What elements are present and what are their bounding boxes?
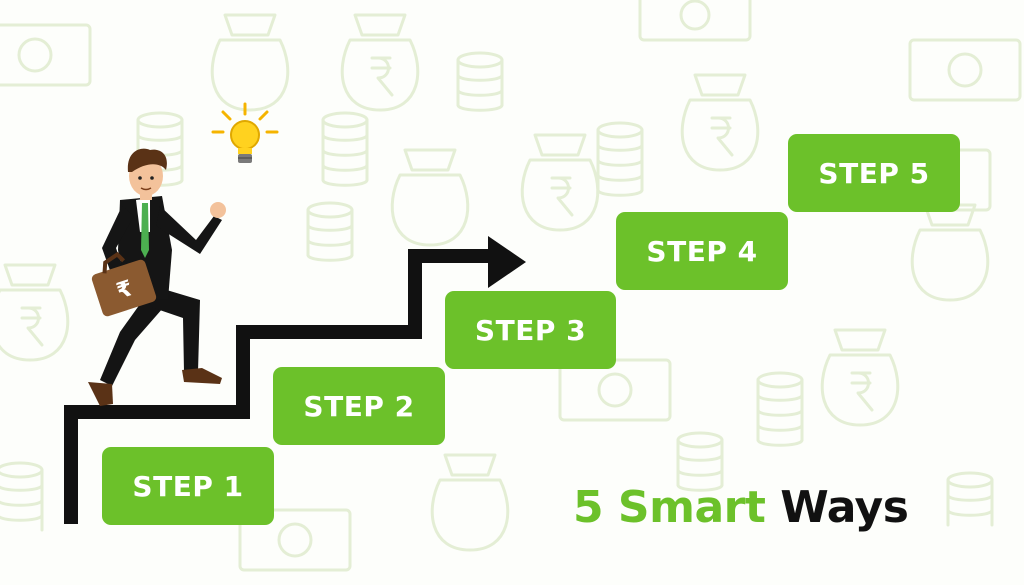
rupee-bag-icon: [820, 328, 900, 427]
step-box-4: STEP 4: [616, 212, 788, 290]
headline-highlight: 5 Smart: [573, 482, 766, 533]
rupee-bag-icon: [210, 13, 290, 112]
coin-stack-icon: [946, 471, 994, 527]
banknote-icon: [908, 38, 1022, 102]
rupee-bag-icon: [340, 13, 420, 112]
lightbulb-icon: [211, 102, 279, 163]
banknote-icon: [0, 23, 92, 87]
coin-stack-icon: [456, 51, 504, 112]
headline-rest: Ways: [780, 482, 909, 533]
coin-stack-icon: [596, 121, 644, 197]
rupee-bag-icon: [390, 148, 470, 247]
headline: 5 Smart Ways: [573, 478, 973, 538]
banknote-icon: [638, 0, 752, 42]
step-label-4: STEP 4: [646, 234, 758, 268]
rupee-bag-icon: [0, 263, 70, 362]
briefcase-icon: ₹: [91, 251, 157, 317]
step-box-2: STEP 2: [273, 367, 445, 445]
rupee-bag-icon: [430, 453, 510, 552]
rupee-bag-icon: [680, 73, 760, 172]
step-label-2: STEP 2: [303, 389, 415, 423]
banknote-icon: [238, 508, 352, 572]
step-label-5: STEP 5: [818, 156, 930, 190]
briefcase-rupee-symbol: ₹: [114, 276, 136, 305]
step-label-1: STEP 1: [132, 469, 244, 503]
step-box-3: STEP 3: [445, 291, 616, 369]
arrowhead-icon: [488, 236, 526, 288]
step-label-3: STEP 3: [474, 313, 587, 347]
coin-stack-icon: [321, 111, 369, 187]
coin-stack-icon: [676, 431, 724, 492]
businessman-illustration: ₹: [88, 102, 279, 406]
step-box-1: STEP 1: [102, 447, 274, 525]
coin-stack-icon: [0, 461, 44, 532]
coin-stack-icon: [756, 371, 804, 447]
step-box-5: STEP 5: [788, 134, 960, 212]
coin-stack-icon: [306, 201, 354, 262]
